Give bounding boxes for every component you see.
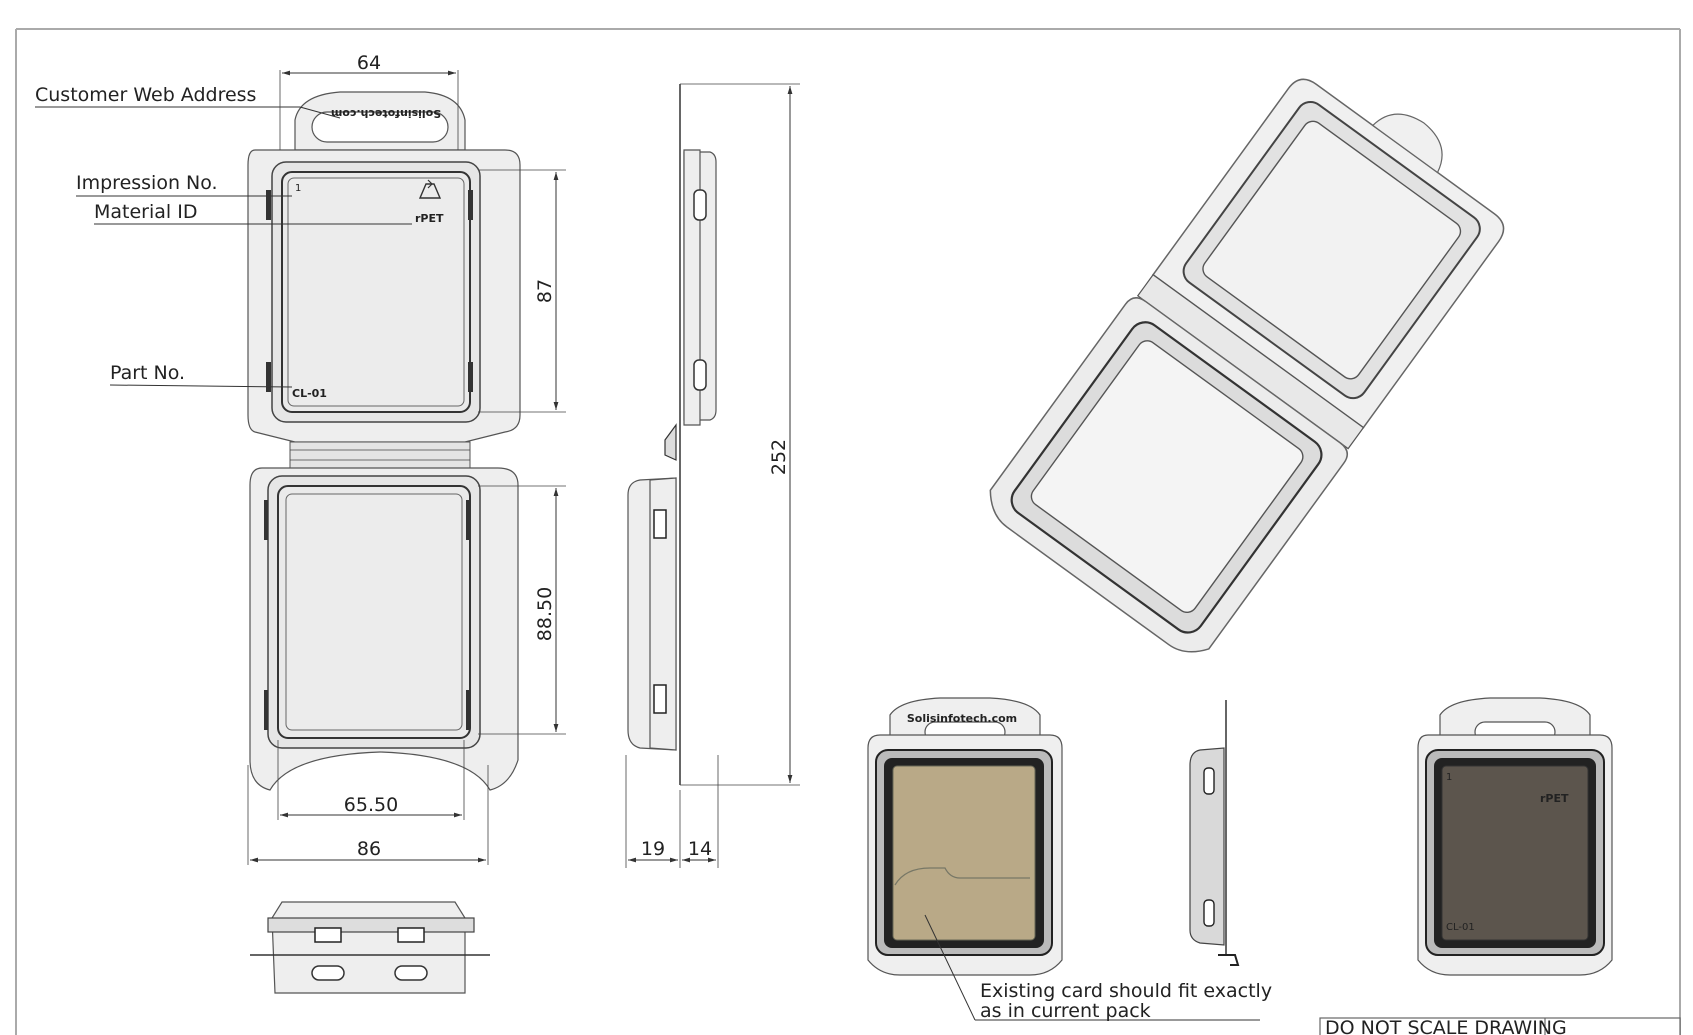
callout-web: [35, 106, 341, 119]
assembly-back-material: rPET: [1540, 792, 1569, 805]
dim-top-width: [279, 70, 459, 150]
assembly-web-marking: Solisinfotech.com: [907, 712, 1017, 725]
dim-overall-width-value: 86: [357, 838, 381, 860]
title-block-warning: DO NOT SCALE DRAWING: [1325, 1017, 1567, 1035]
dim-upper-height-value: 87: [534, 279, 556, 303]
impression-marking: 1: [295, 183, 301, 194]
side-view: [627, 84, 717, 785]
web-marking: Solisinfotech.com: [331, 107, 441, 120]
front-view: [247, 91, 521, 791]
recycle-icon: [418, 179, 442, 199]
material-marking: rPET: [415, 212, 444, 225]
dim-overall-height-value: 252: [768, 439, 790, 475]
part-marking: CL-01: [292, 387, 327, 400]
dim-top-width-value: 64: [357, 52, 381, 74]
note-leader: [924, 914, 1260, 1021]
assembly-with-card: [867, 697, 1063, 976]
dim-depth-lower-value: 19: [641, 838, 665, 860]
note-line1: Existing card should fit exactly: [980, 980, 1272, 1002]
callout-part: [109, 384, 293, 388]
dim-lower-height-value: 88.50: [534, 587, 556, 641]
dim-inner-width: [277, 740, 465, 820]
dim-depth-upper-value: 14: [688, 838, 712, 860]
callout-web-label: Customer Web Address: [35, 84, 256, 106]
dim-upper-height: [478, 169, 566, 413]
callout-impression-label: Impression No.: [76, 172, 218, 194]
callout-material-label: Material ID: [94, 201, 197, 223]
sheet-border: [15, 28, 1681, 1035]
bottom-view: [250, 901, 490, 994]
dim-inner-width-value: 65.50: [344, 794, 398, 816]
callout-part-label: Part No.: [110, 362, 185, 384]
assembly-back-impression: 1: [1446, 772, 1452, 783]
assembly-back: [1417, 697, 1613, 976]
assembly-side: [1189, 700, 1240, 966]
assembly-back-part: CL-01: [1446, 922, 1475, 933]
dim-overall-height: [680, 83, 800, 786]
isometric-view: [989, 78, 1505, 653]
title-block: [1319, 1017, 1681, 1035]
dim-lower-height: [478, 485, 566, 735]
note-line2: as in current pack: [980, 1000, 1151, 1022]
dim-overall-width: [247, 765, 489, 865]
dim-depth: [625, 755, 719, 868]
